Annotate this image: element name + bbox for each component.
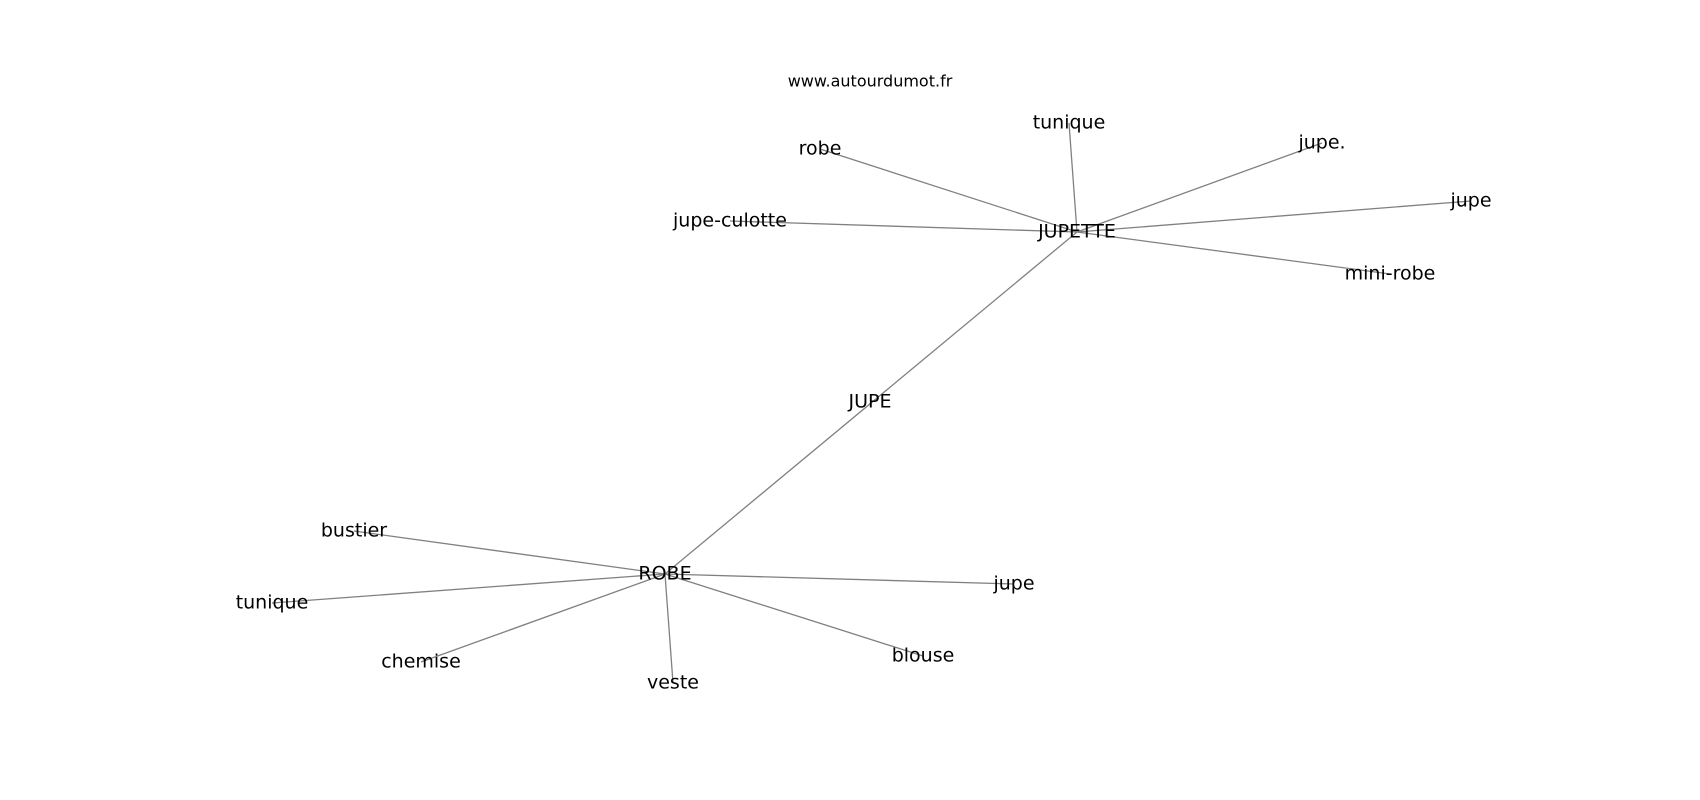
node-blouse: blouse — [892, 645, 955, 667]
node-jupette: JUPETTE — [1037, 221, 1116, 243]
edge-robe-hub-bustier — [353, 530, 666, 575]
edge-robe-hub-veste — [664, 573, 674, 684]
watermark-url: www.autourdumot.fr — [788, 72, 953, 91]
node-jupe-culotte: jupe-culotte — [672, 210, 787, 232]
edge-jupette-robe-leaf — [819, 148, 1078, 233]
node-jupe-dot: jupe. — [1297, 132, 1345, 154]
node-jupe-bottom: jupe — [992, 573, 1034, 595]
node-robe-hub: ROBE — [638, 563, 691, 585]
edge-jupette-jupe-dot — [1076, 142, 1323, 233]
graph-edges — [271, 122, 1472, 684]
node-bustier: bustier — [321, 520, 387, 542]
node-tunique-left: tunique — [236, 592, 309, 614]
node-tunique-top: tunique — [1033, 112, 1106, 134]
node-jupe-center: JUPE — [848, 391, 892, 413]
edge-jupette-jupe-right — [1076, 200, 1472, 233]
node-robe-leaf: robe — [799, 138, 842, 160]
edge-robe-hub-jupe-bottom — [664, 573, 1015, 585]
node-mini-robe: mini-robe — [1345, 263, 1436, 285]
edge-jupette-mini-robe — [1076, 231, 1391, 275]
edge-robe-hub-blouse — [664, 573, 924, 657]
edge-robe-hub-tunique-left — [271, 573, 666, 604]
edge-jupette-robe-hub — [664, 231, 1078, 575]
graph-nodes: JUPE JUPETTE ROBE tunique robe jupe. jupe jupe-… — [236, 112, 1492, 694]
node-veste: veste — [647, 672, 699, 694]
edge-jupette-jupe-culotte — [729, 220, 1078, 233]
node-chemise: chemise — [381, 651, 461, 673]
node-jupe-right: jupe — [1449, 190, 1491, 212]
edge-jupette-tunique-top — [1068, 122, 1078, 233]
edge-robe-hub-chemise — [420, 573, 666, 663]
